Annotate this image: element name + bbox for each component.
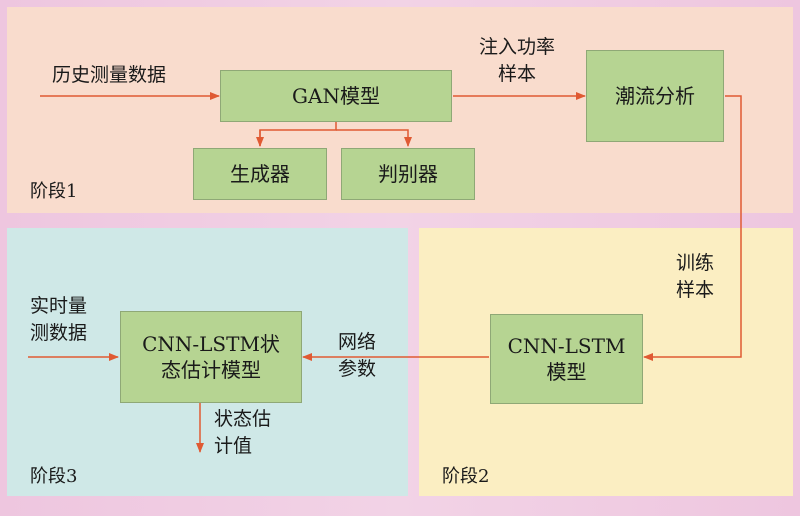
training-samples-label: 训练 样本 (676, 250, 714, 303)
network-params-line2: 参数 (338, 357, 377, 380)
injection-samples-line2: 样本 (497, 62, 536, 85)
injection-samples-label: 注入功率 样本 (465, 34, 569, 87)
arrow-gan-branch (259, 122, 337, 146)
injection-samples-line1: 注入功率 (478, 36, 555, 58)
generator-node: 生成器 (193, 148, 327, 200)
state-estimation-model-node: CNN-LSTM状 态估计模型 (120, 311, 302, 403)
estimate-value-label: 状态估 计值 (214, 406, 271, 459)
cnn-lstm-model-line2: 模型 (546, 360, 587, 384)
cnn-lstm-model-line1: CNN-LSTM (507, 334, 626, 358)
estimate-value-line1: 状态估 (214, 408, 272, 430)
power-flow-label: 潮流分析 (615, 84, 695, 108)
state-estimation-line2: 态估计模型 (161, 358, 261, 382)
training-samples-line1: 训练 (676, 252, 715, 274)
power-flow-node: 潮流分析 (586, 50, 724, 142)
stage1-label: 阶段1 (30, 181, 78, 202)
realtime-data-line1: 实时量 (30, 295, 88, 317)
realtime-data-label: 实时量 测数据 (30, 293, 87, 346)
realtime-data-line2: 测数据 (30, 321, 88, 344)
generator-label: 生成器 (230, 162, 290, 186)
estimate-value-line2: 计值 (214, 434, 253, 457)
cnn-lstm-model-node: CNN-LSTM 模型 (490, 314, 643, 404)
arrow-powerflow-to-cnnlstm (643, 95, 742, 361)
discriminator-label: 判别器 (378, 162, 438, 186)
network-params-label: 网络 参数 (338, 329, 376, 382)
discriminator-node: 判别器 (341, 148, 475, 200)
stage3-label: 阶段3 (30, 466, 78, 487)
arrow-branch-to-discriminator (336, 129, 412, 147)
stage2-label: 阶段2 (442, 466, 490, 487)
network-params-line1: 网络 (338, 331, 377, 353)
gan-model-node: GAN模型 (220, 70, 452, 122)
state-estimation-line1: CNN-LSTM状 (142, 332, 280, 356)
historical-data-label: 历史测量数据 (52, 64, 167, 86)
training-samples-line2: 样本 (676, 278, 715, 301)
gan-model-label: GAN模型 (292, 84, 380, 108)
